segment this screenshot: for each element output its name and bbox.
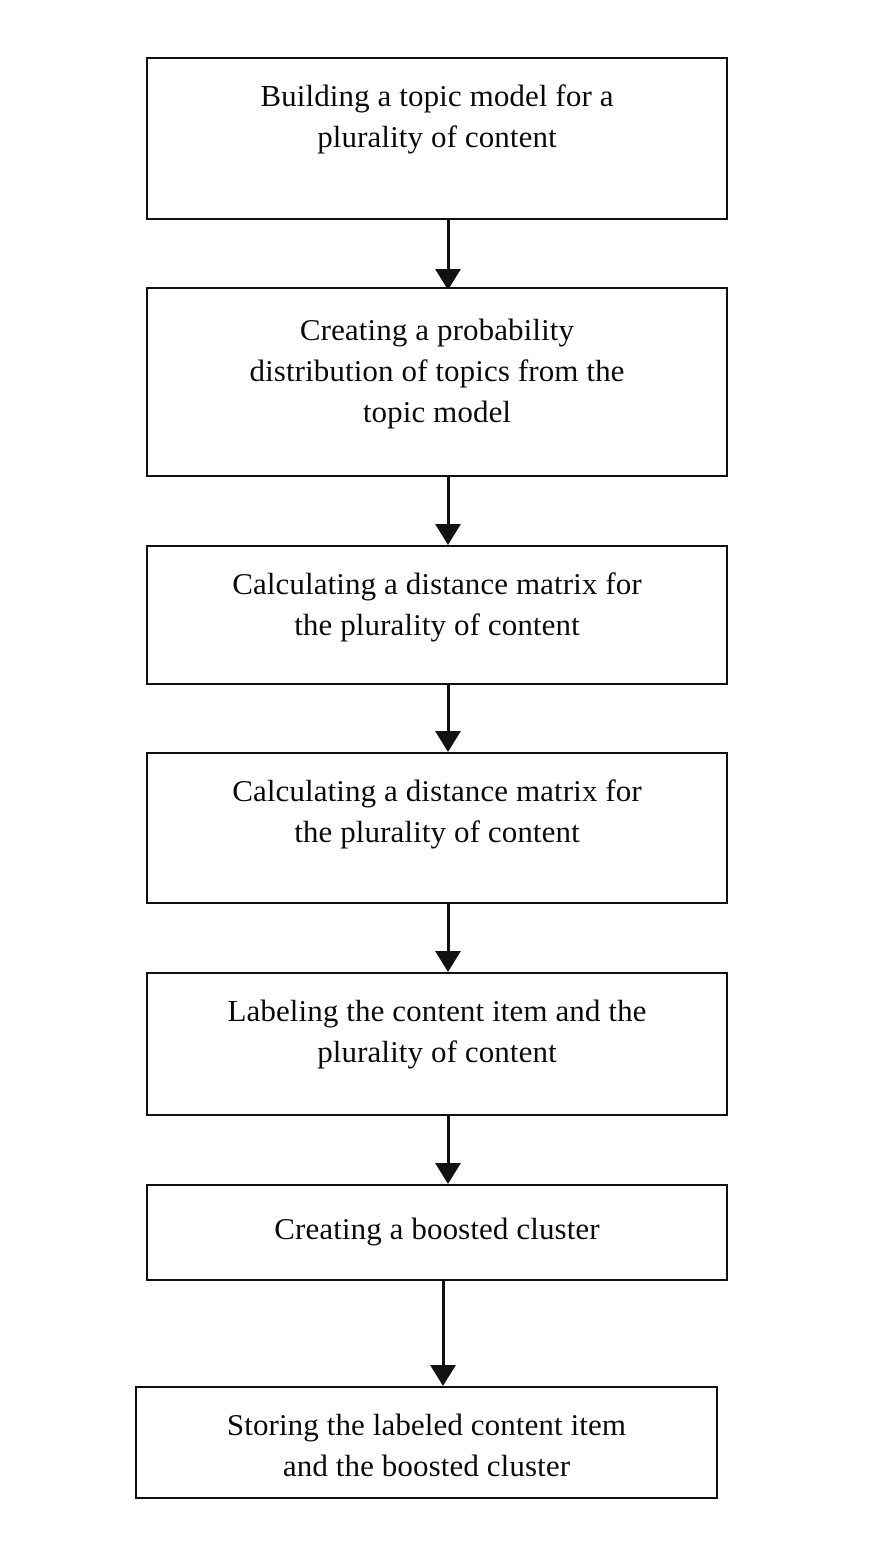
flowchart-box-step-7-label: Storing the labeled content item and the…: [226, 1407, 627, 1484]
flowchart-box-step-3-label: Calculating a distance matrix for the pl…: [232, 566, 642, 643]
flowchart-box-step-2-label: Creating a probability distribution of t…: [249, 312, 625, 430]
flowchart-box-step-2[interactable]: Creating a probability distribution of t…: [146, 287, 728, 477]
arrowhead-down-icon: [435, 731, 461, 752]
flowchart-connector-4-5: [431, 904, 465, 972]
arrowhead-down-icon: [435, 1163, 461, 1184]
flowchart-box-step-5[interactable]: Labeling the content item and the plural…: [146, 972, 728, 1116]
flowchart-box-step-3[interactable]: Calculating a distance matrix for the pl…: [146, 545, 728, 685]
arrowhead-down-icon: [435, 524, 461, 545]
flowchart-connector-5-6: [431, 1116, 465, 1184]
flowchart-connector-2-3: [431, 477, 465, 545]
arrowhead-down-icon: [435, 951, 461, 972]
connector-stem: [446, 904, 450, 951]
flowchart-connector-3-4: [431, 685, 465, 752]
flowchart-box-step-5-label: Labeling the content item and the plural…: [227, 993, 647, 1070]
flowchart-box-step-7[interactable]: Storing the labeled content item and the…: [135, 1386, 718, 1499]
connector-stem: [446, 477, 450, 524]
flowchart-box-step-4-label: Calculating a distance matrix for the pl…: [232, 773, 642, 850]
connector-stem: [441, 1281, 445, 1365]
flowchart-box-step-1[interactable]: Building a topic model for a plurality o…: [146, 57, 728, 220]
arrowhead-down-icon: [430, 1365, 456, 1386]
flowchart-box-step-6-label: Creating a boosted cluster: [274, 1211, 600, 1246]
flowchart-connector-1-2: [431, 220, 465, 290]
connector-stem: [446, 685, 450, 731]
flowchart-box-step-1-label: Building a topic model for a plurality o…: [260, 78, 614, 155]
connector-stem: [446, 1116, 450, 1163]
flowchart-connector-6-7: [426, 1281, 460, 1386]
flowchart-box-step-4[interactable]: Calculating a distance matrix for the pl…: [146, 752, 728, 904]
connector-stem: [446, 220, 450, 269]
flowchart-box-step-6[interactable]: Creating a boosted cluster: [146, 1184, 728, 1281]
